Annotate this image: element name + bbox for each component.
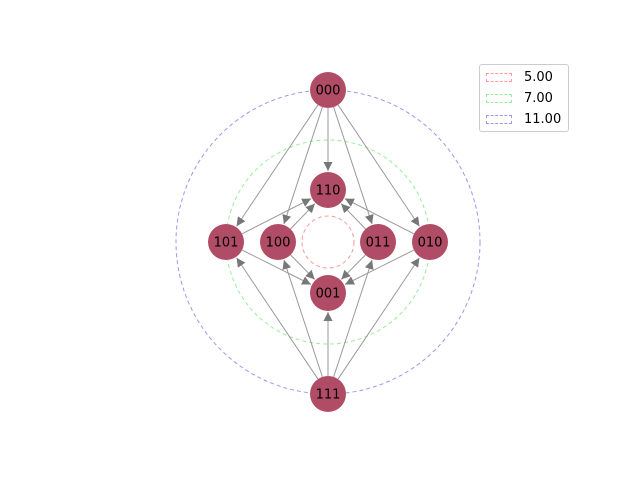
node-label-010: 010 (418, 236, 443, 251)
node-110: 110 (310, 172, 346, 208)
legend-label-7: 7.00 (524, 91, 553, 106)
node-001: 001 (310, 275, 346, 311)
legend-entry-11: 11.00 (480, 110, 568, 130)
edge-000-to-011 (333, 106, 374, 225)
node-label-000: 000 (316, 84, 341, 99)
edge-101-to-001 (241, 249, 312, 285)
node-label-100: 100 (266, 236, 291, 251)
legend-entry-7: 7.00 (480, 89, 568, 109)
edge-011-to-001 (340, 254, 366, 280)
edges (236, 104, 420, 380)
node-label-111: 111 (316, 388, 341, 403)
legend-swatch-5 (486, 73, 512, 82)
edge-100-to-110 (290, 203, 316, 230)
node-circle-111 (310, 376, 346, 412)
node-circle-011 (360, 224, 396, 260)
edge-111-to-101 (236, 257, 319, 380)
node-circle-100 (260, 224, 296, 260)
legend: 5.00 7.00 11.00 (479, 64, 569, 132)
edge-100-to-001 (290, 254, 316, 280)
node-label-001: 001 (316, 287, 341, 302)
node-circle-110 (310, 172, 346, 208)
node-011: 011 (360, 224, 396, 260)
node-circle-001 (310, 275, 346, 311)
node-circle-010 (412, 224, 448, 260)
node-111: 111 (310, 376, 346, 412)
distance-ring-5-00 (301, 215, 355, 269)
node-010: 010 (412, 224, 448, 260)
legend-swatch-7 (486, 94, 512, 103)
edge-010-to-001 (344, 249, 415, 285)
edge-011-to-110 (340, 203, 366, 230)
edge-000-to-101 (236, 104, 319, 227)
legend-label-11: 11.00 (524, 112, 562, 127)
legend-label-5: 5.00 (524, 70, 553, 85)
edge-101-to-110 (241, 198, 312, 235)
node-101: 101 (208, 224, 244, 260)
node-circle-101 (208, 224, 244, 260)
node-100: 100 (260, 224, 296, 260)
edge-111-to-011 (333, 259, 374, 378)
legend-entry-5: 5.00 (480, 68, 568, 88)
edge-000-to-100 (282, 106, 323, 225)
node-000: 000 (310, 72, 346, 108)
node-label-101: 101 (214, 236, 239, 251)
edge-111-to-100 (282, 259, 323, 378)
node-label-110: 110 (316, 184, 341, 199)
legend-swatch-11 (486, 115, 512, 124)
nodes: 000 110 101 100 011 010 001 111 (208, 72, 448, 412)
edge-000-to-010 (337, 104, 420, 227)
edge-111-to-010 (337, 257, 420, 380)
edge-010-to-110 (344, 198, 415, 235)
node-label-011: 011 (366, 236, 391, 251)
node-circle-000 (310, 72, 346, 108)
